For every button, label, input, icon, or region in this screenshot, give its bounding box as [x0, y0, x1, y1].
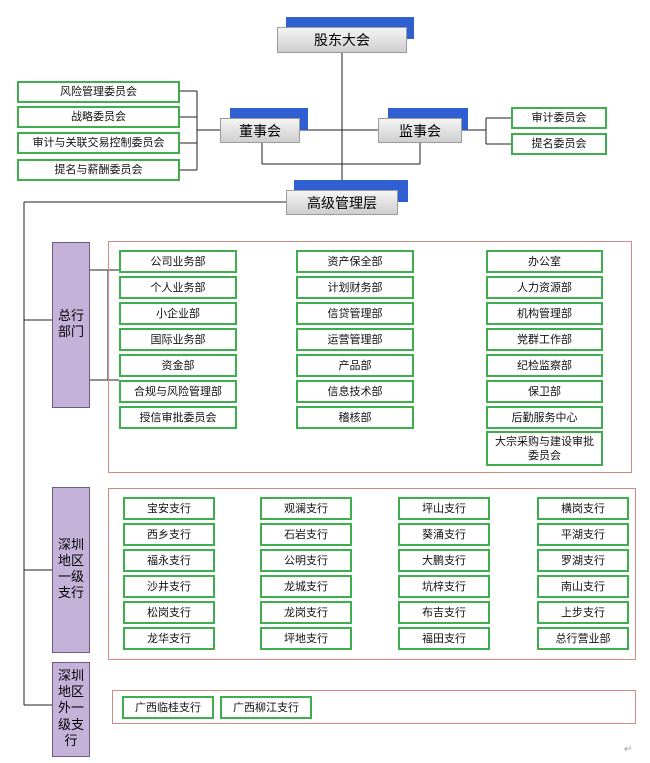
board-committee[interactable]: 提名与薪酬委员会: [17, 159, 180, 181]
hq-dept[interactable]: 后勤服务中心: [486, 406, 603, 429]
hq-dept[interactable]: 机构管理部: [486, 302, 603, 325]
sz-branch[interactable]: 西乡支行: [123, 523, 215, 546]
sz-branches-label: 深圳地区一级支行: [52, 487, 90, 653]
sz-branch[interactable]: 上步支行: [537, 601, 629, 624]
hq-dept[interactable]: 国际业务部: [119, 328, 237, 351]
sz-branch[interactable]: 宝安支行: [123, 497, 215, 520]
hq-dept[interactable]: 人力资源部: [486, 276, 603, 299]
hq-dept[interactable]: 办公室: [486, 250, 603, 273]
sz-branch[interactable]: 公明支行: [260, 549, 352, 572]
hq-dept[interactable]: 授信审批委员会: [119, 406, 237, 429]
sz-branch[interactable]: 福永支行: [123, 549, 215, 572]
sz-branch[interactable]: 龙华支行: [123, 627, 215, 650]
board-committee[interactable]: 战略委员会: [17, 106, 180, 128]
board-committee[interactable]: 审计与关联交易控制委员会: [17, 132, 180, 154]
sz-branch[interactable]: 龙岗支行: [260, 601, 352, 624]
senior-mgmt-box[interactable]: 高级管理层: [286, 190, 398, 215]
board-committee[interactable]: 风险管理委员会: [17, 81, 180, 103]
sz-branch[interactable]: 平湖支行: [537, 523, 629, 546]
hq-dept[interactable]: 合规与风险管理部: [119, 380, 237, 403]
hq-dept[interactable]: 纪检监察部: [486, 354, 603, 377]
outside-branches-label: 深圳地区外一级支行: [52, 662, 90, 757]
hq-dept[interactable]: 计划财务部: [296, 276, 414, 299]
sz-branch[interactable]: 福田支行: [398, 627, 490, 650]
sz-branch[interactable]: 大鹏支行: [398, 549, 490, 572]
supervisory-committee[interactable]: 审计委员会: [511, 107, 607, 129]
sz-branch[interactable]: 布吉支行: [398, 601, 490, 624]
sz-branch[interactable]: 南山支行: [537, 575, 629, 598]
sz-branch[interactable]: 坪山支行: [398, 497, 490, 520]
hq-dept[interactable]: 资金部: [119, 354, 237, 377]
sz-branch[interactable]: 坪地支行: [260, 627, 352, 650]
hq-dept[interactable]: 保卫部: [486, 380, 603, 403]
sz-branch[interactable]: 观澜支行: [260, 497, 352, 520]
hq-dept[interactable]: 稽核部: [296, 406, 414, 429]
hq-dept[interactable]: 产品部: [296, 354, 414, 377]
board-box[interactable]: 董事会: [220, 118, 300, 143]
sz-branches-group: [108, 488, 636, 660]
hq-dept[interactable]: 信息技术部: [296, 380, 414, 403]
hq-departments-label: 总行部门: [52, 242, 90, 408]
sz-branch[interactable]: 松岗支行: [123, 601, 215, 624]
hq-dept[interactable]: 资产保全部: [296, 250, 414, 273]
hq-dept[interactable]: 大宗采购与建设审批委员会: [486, 431, 603, 466]
hq-dept[interactable]: 个人业务部: [119, 276, 237, 299]
sz-branch[interactable]: 罗湖支行: [537, 549, 629, 572]
hq-departments-group: [108, 241, 632, 473]
hq-dept[interactable]: 信贷管理部: [296, 302, 414, 325]
outside-branch[interactable]: 广西柳江支行: [220, 696, 312, 719]
sz-branch[interactable]: 坑梓支行: [398, 575, 490, 598]
sz-branch[interactable]: 沙井支行: [123, 575, 215, 598]
outside-branch[interactable]: 广西临桂支行: [122, 696, 214, 719]
hq-dept[interactable]: 公司业务部: [119, 250, 237, 273]
hq-dept[interactable]: 小企业部: [119, 302, 237, 325]
supervisory-committee[interactable]: 提名委员会: [511, 133, 607, 155]
sz-branch[interactable]: 总行营业部: [537, 627, 629, 650]
sz-branch[interactable]: 龙城支行: [260, 575, 352, 598]
sz-branch[interactable]: 石岩支行: [260, 523, 352, 546]
paragraph-return-mark: ↵: [624, 744, 633, 755]
sz-branch[interactable]: 葵涌支行: [398, 523, 490, 546]
hq-dept[interactable]: 运营管理部: [296, 328, 414, 351]
hq-dept[interactable]: 党群工作部: [486, 328, 603, 351]
supervisory-box[interactable]: 监事会: [378, 118, 462, 143]
shareholders-box[interactable]: 股东大会: [277, 27, 407, 53]
sz-branch[interactable]: 横岗支行: [537, 497, 629, 520]
outside-branches-group: [112, 690, 636, 724]
